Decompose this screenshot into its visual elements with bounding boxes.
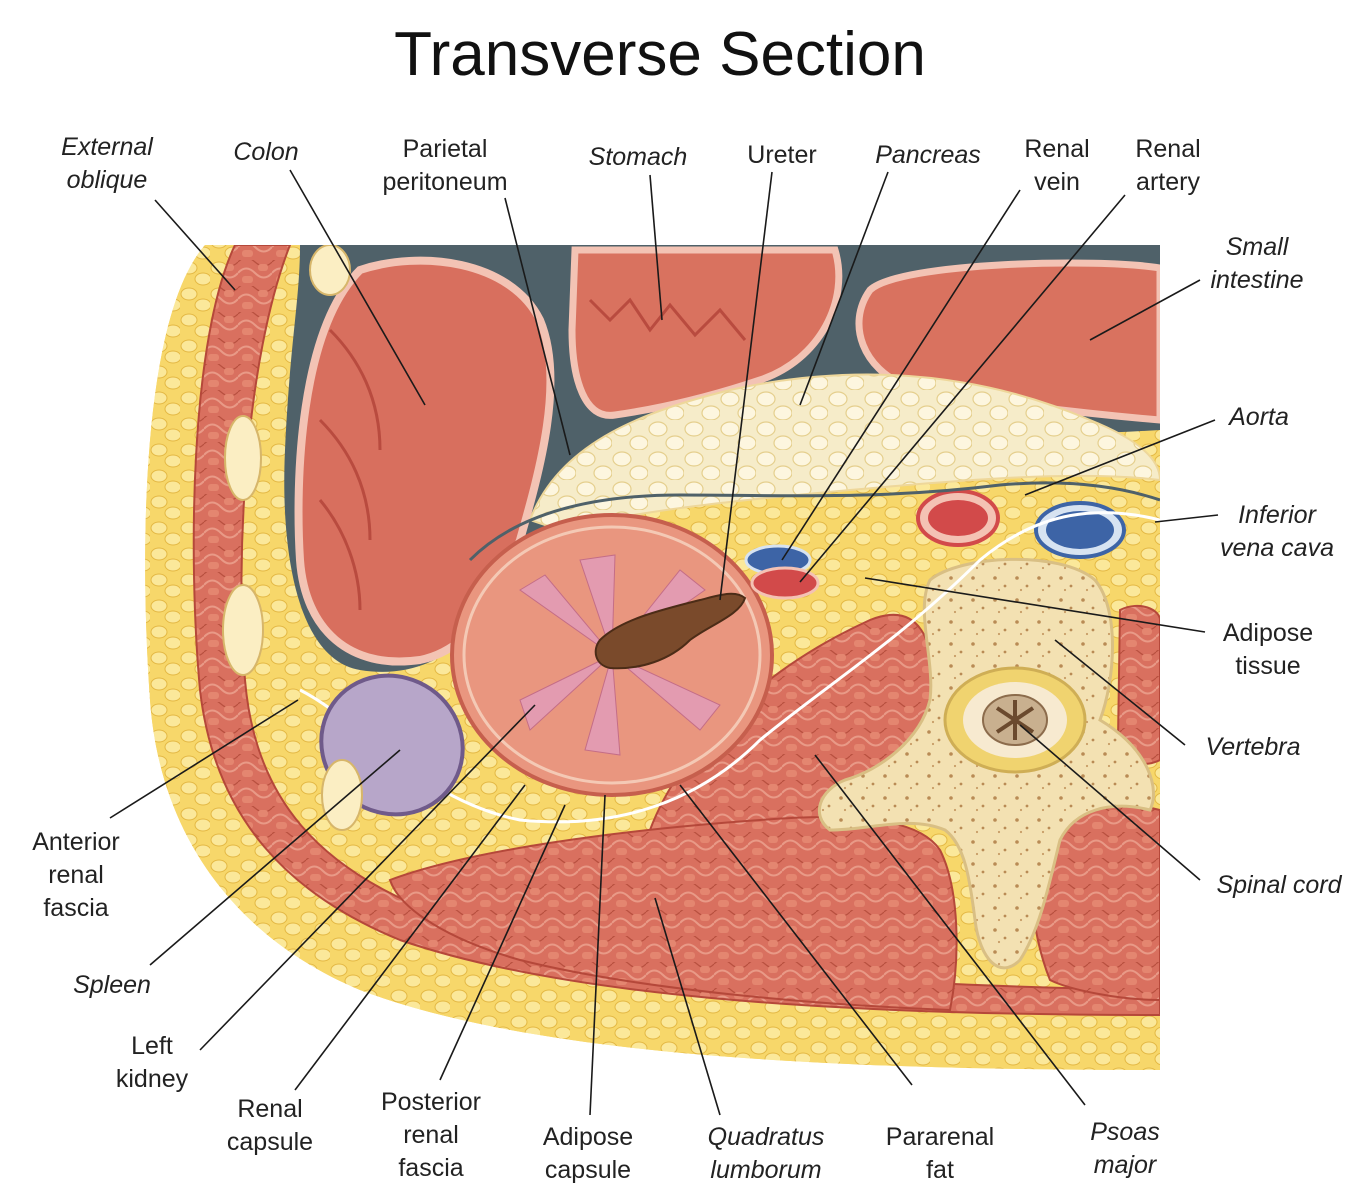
label-pancreas: Pancreas <box>875 141 981 169</box>
diagram-title: Transverse Section <box>394 20 926 89</box>
label-ureter: Ureter <box>747 141 816 169</box>
quadratus-lumborum-muscle <box>388 816 958 1012</box>
label-aorta: Aorta <box>1227 403 1289 431</box>
leader-lines <box>109 169 1219 1116</box>
label-spleen: Spleen <box>73 971 151 999</box>
label-stomach: Stomach <box>589 143 688 171</box>
oblique-muscle-layers <box>192 245 1161 1017</box>
illustration <box>145 245 1161 1070</box>
renal-artery-vessel <box>750 566 820 600</box>
label-colon: Colon <box>233 138 298 166</box>
renal-pelvis <box>594 592 747 670</box>
label-spinal-cord: Spinal cord <box>1216 871 1342 899</box>
label-vertebra: Vertebra <box>1206 733 1301 761</box>
